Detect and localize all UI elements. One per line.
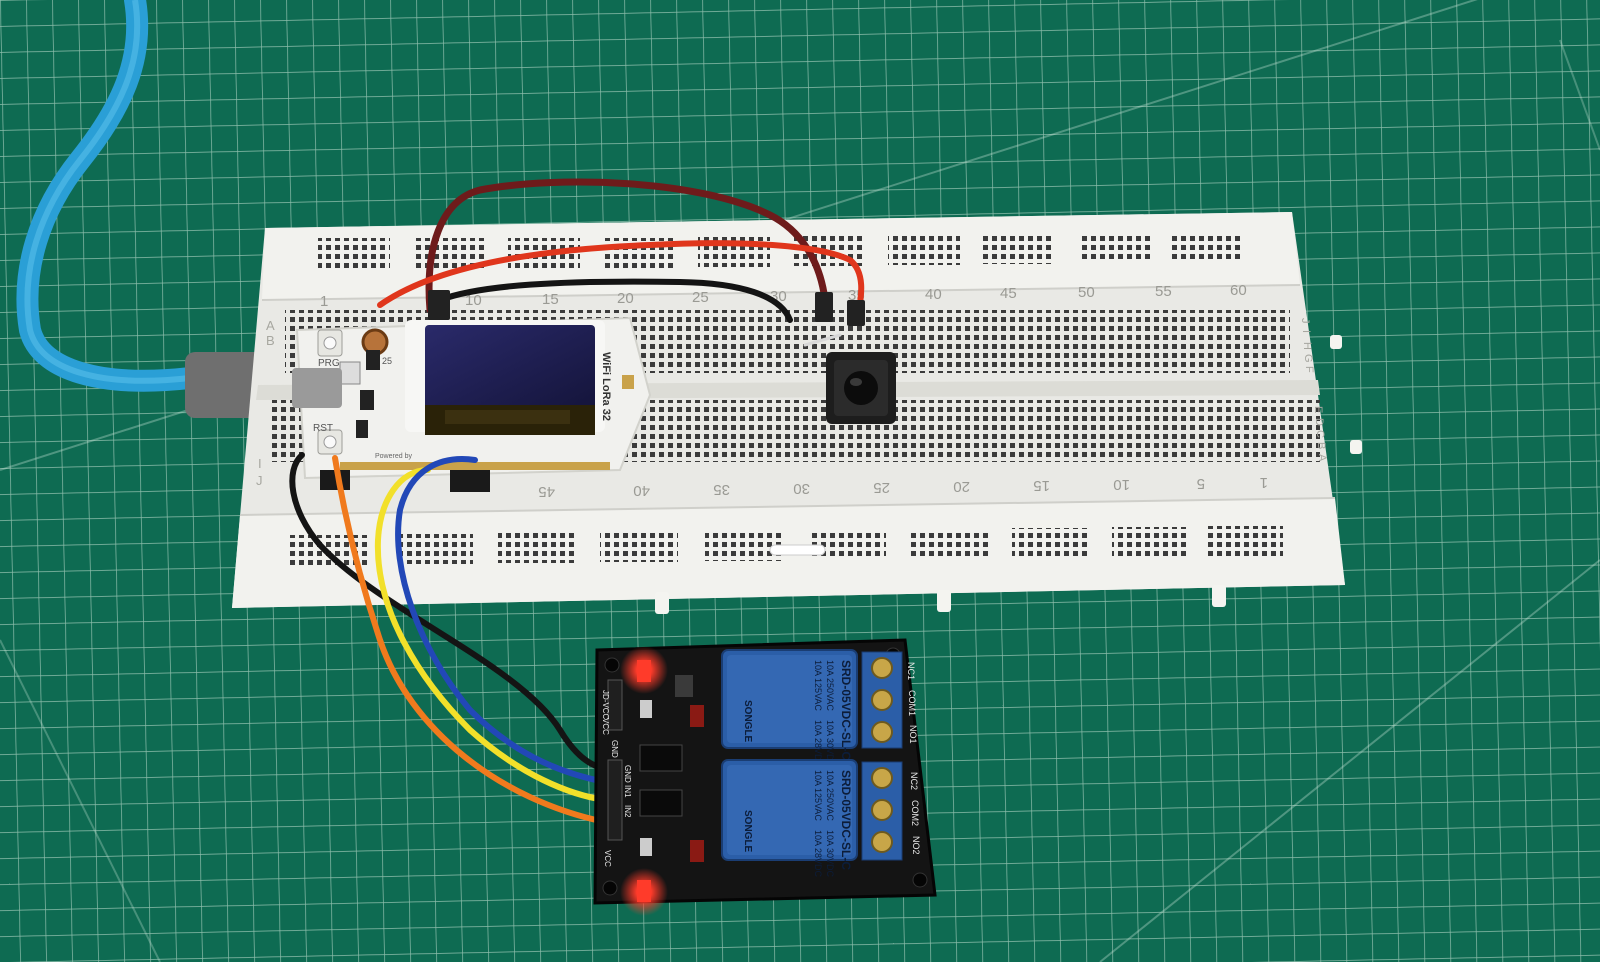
- board-foot: [1330, 335, 1342, 349]
- column-number: 55: [1155, 283, 1172, 300]
- row-letter: I: [1300, 330, 1312, 333]
- terminal-label: NO2: [911, 836, 921, 855]
- column-number: 60: [1230, 282, 1247, 299]
- lora-dev-board: PRG RST 25 Powered by WiFi LoRa 32: [292, 316, 652, 492]
- relay-model: SRD-05VDC-SL-C: [839, 660, 853, 760]
- column-number: 35: [713, 481, 730, 498]
- board-foot: [937, 590, 951, 612]
- relay-module: JD-VCC VCC GND GND IN1 IN2 VCC SRD-05VDC…: [593, 638, 937, 916]
- column-number: 15: [1033, 477, 1050, 494]
- board-label: WiFi LoRa 32: [600, 352, 612, 421]
- column-number: 50: [1078, 284, 1095, 301]
- blue-wire: [395, 456, 608, 785]
- relay-rating: 10A 125VAC: [813, 660, 823, 711]
- terminal-label: NC2: [909, 772, 919, 790]
- status-leds: [620, 646, 668, 916]
- black-wire-top: [437, 278, 793, 323]
- relay-rating: 10A 30VDC: [825, 830, 835, 878]
- optocoupler: [639, 789, 683, 817]
- column-number: 30: [793, 480, 810, 497]
- row-letter: G: [1302, 354, 1314, 363]
- column-number: 1: [1260, 474, 1268, 491]
- terminal-label: NC1: [906, 662, 916, 680]
- prg-label: PRG: [318, 358, 340, 369]
- yellow-wire: [374, 467, 608, 803]
- row-letter: B: [1315, 442, 1327, 449]
- rst-label: RST: [313, 423, 333, 434]
- relay-rating: 10A 250VAC: [825, 770, 835, 821]
- column-number: 5: [1197, 475, 1205, 492]
- column-numbers-bottom: 45 40 35 30 25 20 15 10 5 1: [538, 474, 1268, 500]
- bottom-power-rail: [290, 526, 1283, 565]
- row-letter: H: [1301, 342, 1313, 350]
- relay-rating: 10A 28VDC: [813, 720, 823, 768]
- row-letter: D: [1313, 418, 1325, 426]
- header-label: JD-VCC: [601, 690, 610, 720]
- silk-powered-by: Powered by: [375, 453, 412, 460]
- top-power-rail: [318, 232, 1240, 268]
- row-letter: I: [258, 456, 262, 471]
- row-letters-right: J I H G F E D C B A: [1299, 318, 1328, 462]
- row-letter: E: [1312, 406, 1324, 413]
- row-letter: A: [266, 318, 275, 333]
- row-letter: C: [1314, 430, 1326, 438]
- board-foot: [1212, 585, 1226, 607]
- relay-rating: 10A 250VAC: [825, 660, 835, 711]
- black-wire: [289, 452, 605, 771]
- terminal-label: NO1: [908, 725, 918, 744]
- column-number: 40: [633, 482, 650, 499]
- orange-wire: [332, 455, 608, 825]
- row-letter: F: [1303, 366, 1315, 373]
- relay-wires: [289, 452, 608, 825]
- red-wire: [377, 240, 865, 318]
- pin-label: IN1: [623, 785, 632, 798]
- column-number: 15: [542, 291, 559, 308]
- relay-brand: SONGLE: [742, 810, 753, 853]
- row-letter: B: [266, 333, 275, 348]
- pin-label: IN2: [623, 805, 632, 818]
- row-letter: J: [256, 473, 263, 488]
- column-number: 25: [873, 479, 890, 496]
- header-label: VCC: [601, 718, 610, 735]
- terminal-label: COM1: [907, 690, 917, 716]
- column-number: 1: [320, 293, 328, 310]
- relay-brand: SONGLE: [742, 700, 753, 743]
- header-label: GND: [610, 740, 619, 758]
- relay-2: SRD-05VDC-SL-C 10A 250VAC 10A 30VDC 10A …: [721, 759, 858, 878]
- row-letter: J: [1299, 318, 1311, 324]
- screw-terminals: NC1 COM1 NO1 NC2 COM2 NO2: [861, 651, 921, 861]
- relay-1: SRD-05VDC-SL-C 10A 250VAC 10A 30VDC 10A …: [721, 649, 858, 768]
- terminal-label: COM2: [910, 800, 920, 826]
- jumper-clip: [769, 544, 826, 556]
- relay-rating: 10A 30VDC: [825, 720, 835, 768]
- pin-label: GND: [623, 765, 632, 783]
- column-number: 45: [538, 483, 555, 500]
- column-number: 20: [617, 290, 634, 307]
- optocoupler: [639, 744, 683, 772]
- micro-usb-port: [292, 368, 342, 408]
- jumper-wires-top: [377, 178, 865, 347]
- column-number: 25: [692, 289, 709, 306]
- column-number: 10: [465, 292, 482, 309]
- column-number: 10: [1113, 476, 1130, 493]
- column-number: 40: [925, 286, 942, 303]
- row-letter: A: [1316, 454, 1328, 462]
- column-number: 45: [1000, 285, 1017, 302]
- board-foot: [1350, 440, 1362, 454]
- relay-rating: 10A 28VDC: [813, 830, 823, 878]
- oled-screen: [425, 325, 595, 413]
- relay-rating: 10A 125VAC: [813, 770, 823, 821]
- row-letters-left: A B I J: [256, 318, 275, 488]
- dark-red-wire: [425, 178, 829, 314]
- push-button: [826, 352, 896, 424]
- silk-25: 25: [382, 356, 392, 366]
- board-foot: [655, 592, 669, 614]
- pin-label: VCC: [603, 850, 612, 867]
- column-number: 20: [953, 478, 970, 495]
- relay-model: SRD-05VDC-SL-C: [839, 770, 853, 870]
